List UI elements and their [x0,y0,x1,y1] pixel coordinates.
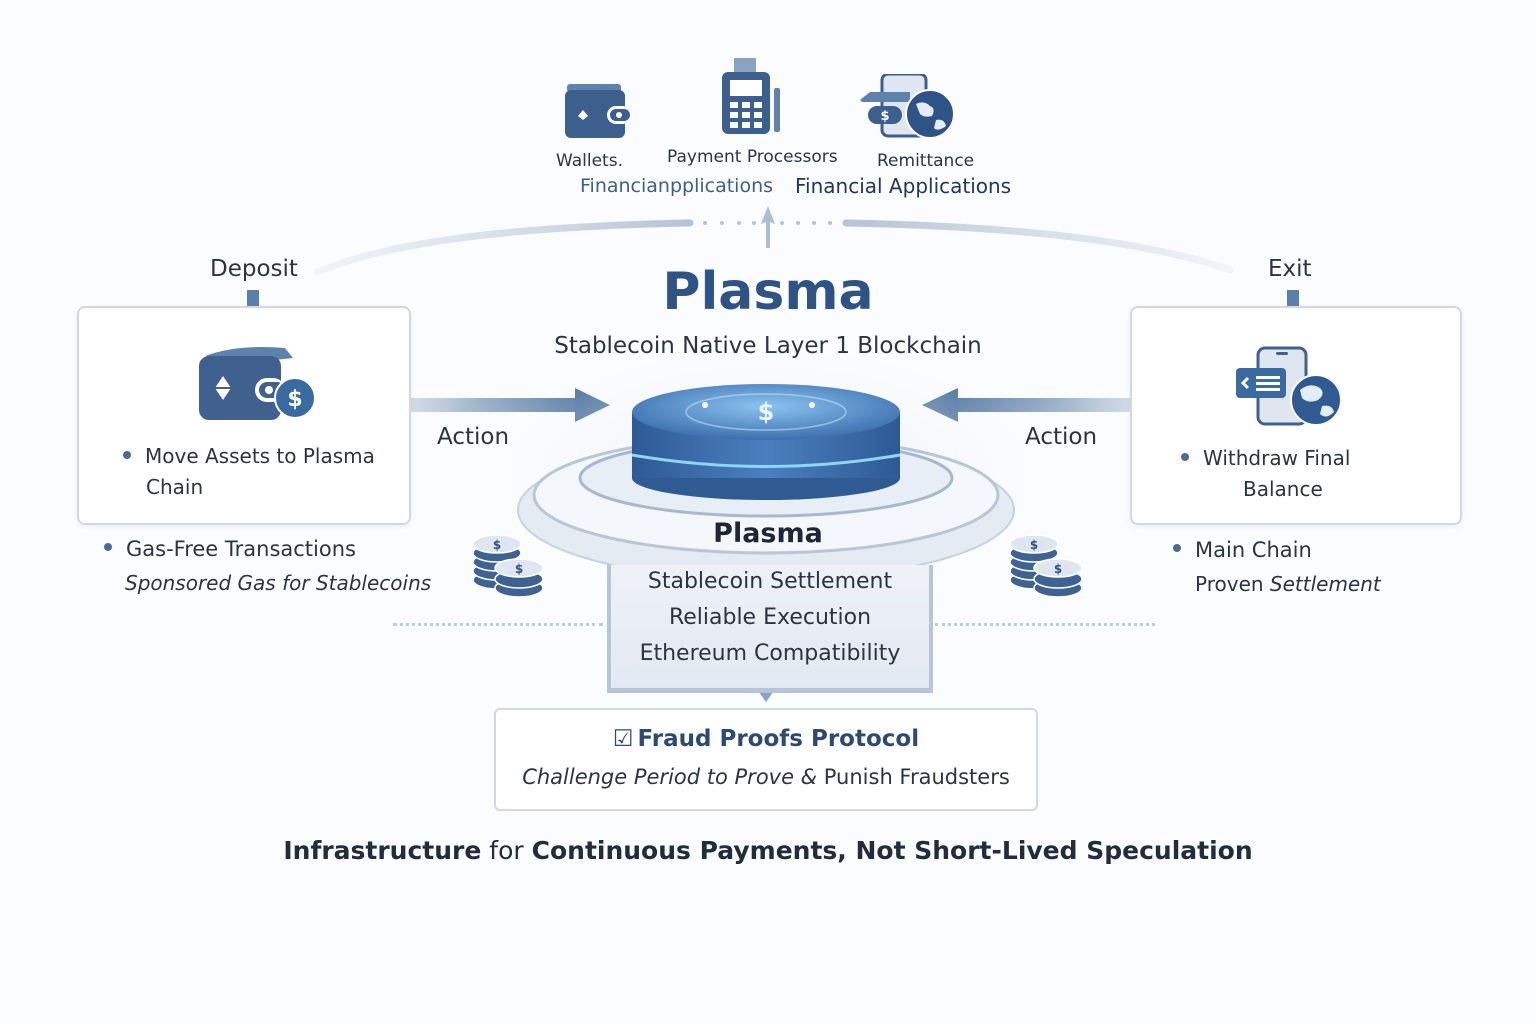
deposit-bullet-line-2: Chain [146,475,204,499]
main-title: Plasma [662,262,874,322]
exit-box [1130,306,1462,525]
fraud-sub-italic: Challenge Period to Prove & [522,765,818,789]
gas-free-note: Gas-Free Transactions [104,537,356,561]
tagline-part-3: Continuous Payments, Not Short-Lived Spe… [531,836,1253,865]
bullet-dot [1173,544,1181,552]
svg-text:$: $ [1054,562,1062,576]
gas-free-title: Gas-Free Transactions [126,537,356,561]
deposit-bullet-line-1: Move Assets to Plasma [145,444,375,468]
svg-text:$: $ [287,387,302,412]
exit-bullet-line-2: Balance [1243,477,1323,501]
main-chain-sub-italic: Settlement [1269,572,1381,596]
feature-item: Reliable Execution [668,605,872,630]
right-action-label: Action [1025,424,1098,450]
bullet-dot [104,543,112,551]
coin-stack-left: $ $ [472,534,544,598]
exit-bullet-line-1: Withdraw Final [1203,446,1351,470]
bullet-dot [1181,452,1189,461]
bullet-dot [123,450,131,459]
feature-panel: Stablecoin Settlement Reliable Execution… [607,565,933,693]
deposit-heading: Deposit [210,256,298,282]
svg-text:$: $ [515,562,523,576]
svg-text:$: $ [493,538,501,552]
fraud-proofs-subtitle: Challenge Period to Prove & Punish Fraud… [496,765,1036,789]
financial-applications-label-1: Financianpplications [580,175,774,197]
fraud-proofs-box: ☑Fraud Proofs Protocol Challenge Period … [494,708,1038,811]
exit-heading: Exit [1268,256,1312,282]
feature-item: Ethereum Compatibility [639,641,901,666]
dotted-divider-right [935,623,1155,626]
subtitle: Stablecoin Native Layer 1 Blockchain [554,333,982,359]
gas-free-sub: Sponsored Gas for Stablecoins [125,571,432,595]
left-action-label: Action [437,424,510,450]
payment-processors-label: Payment Processors [667,147,838,167]
exit-bullet: Withdraw Final [1181,443,1350,474]
wallets-label: Wallets. [556,151,623,171]
tagline-part-1: Infrastructure [283,836,482,865]
dotted-divider-left [393,623,603,626]
deposit-bullet: Move Assets to Plasma [123,441,375,472]
main-chain-sub: Proven Settlement [1195,572,1381,596]
fraud-proofs-title: ☑Fraud Proofs Protocol [496,726,1036,752]
main-chain-sub-plain: Proven [1195,572,1264,596]
main-chain-title: Main Chain [1195,538,1312,562]
tagline: Infrastructure for Continuous Payments, … [0,836,1536,865]
plasma-coin-cylinder: $ [631,384,901,500]
wallet-icon [565,78,631,138]
deposit-box: $ [77,306,411,525]
tagline-part-2: for [481,836,532,865]
payment-terminal-icon [720,58,792,136]
svg-text:$: $ [880,109,889,124]
wallet-dollar-icon: $ [197,344,319,426]
svg-text:$: $ [1030,538,1038,552]
main-chain-note: Main Chain [1173,538,1312,562]
coin-stack-right: $ $ [1009,534,1083,598]
checkbox-icon: ☑ [612,726,634,752]
svg-text:$: $ [758,398,775,426]
feature-item: Stablecoin Settlement [647,569,893,594]
remittance-globe-icon: $ [860,72,956,140]
fraud-title-text: Fraud Proofs Protocol [637,726,920,752]
phone-globe-icon [1234,346,1346,426]
fraud-sub-plain: Punish Fraudsters [823,765,1010,789]
platform-label: Plasma [713,518,823,549]
financial-applications-label-2: Financial Applications [795,174,1012,198]
remittance-label: Remittance [877,151,975,171]
